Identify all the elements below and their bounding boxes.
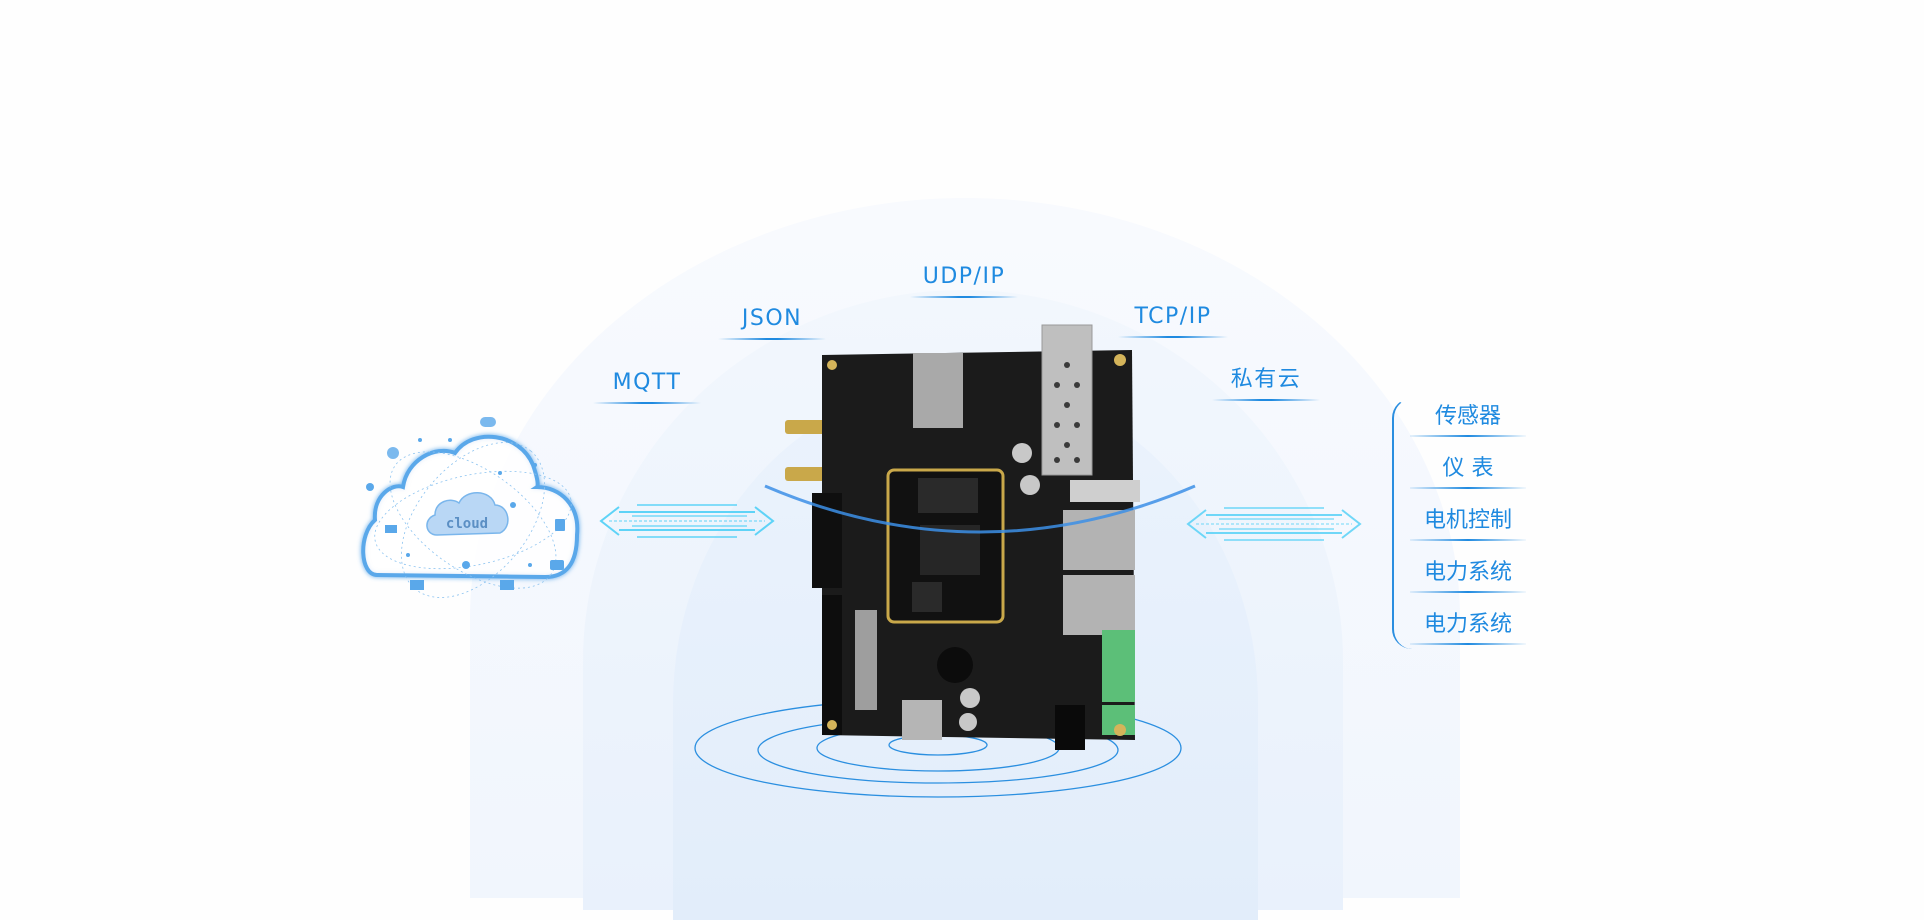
embedded-board-image	[780, 320, 1180, 750]
protocol-text: 私有云	[1230, 367, 1302, 392]
bidirectional-arrow-left	[597, 503, 777, 539]
underline-divider	[910, 296, 1018, 298]
underline-divider	[1410, 643, 1526, 645]
protocol-label-private-cloud: 私有云	[1212, 367, 1320, 401]
list-item-label: 仪 表	[1442, 456, 1494, 481]
underline-divider	[1410, 487, 1526, 489]
protocol-text: JSON	[741, 306, 803, 331]
underline-divider	[1410, 591, 1526, 593]
protocol-text: UDP/IP	[922, 264, 1006, 289]
list-item-label: 电力系统	[1423, 560, 1512, 585]
underline-divider	[1118, 336, 1228, 338]
bidirectional-arrow-right	[1184, 506, 1364, 542]
cloud-illustration: cloud	[355, 415, 595, 605]
list-item-label: 传感器	[1434, 404, 1501, 429]
list-item-label: 电力系统	[1423, 612, 1512, 637]
protocol-text: TCP/IP	[1134, 304, 1212, 329]
protocol-label-tcp: TCP/IP	[1118, 304, 1228, 338]
pcb-board-icon	[785, 324, 1140, 750]
orbit-arc-icon	[764, 484, 1196, 534]
underline-divider	[1212, 399, 1320, 401]
double-arrow-icon	[1186, 507, 1362, 541]
underline-divider	[1410, 539, 1526, 541]
underline-divider	[718, 338, 826, 340]
double-arrow-icon	[599, 504, 775, 538]
list-item-label: 电机控制	[1423, 508, 1512, 533]
list-item-meter: 仪 表	[1410, 456, 1526, 489]
list-item-power-system-2: 电力系统	[1410, 612, 1526, 645]
protocol-text: MQTT	[612, 370, 682, 395]
list-item-sensor: 传感器	[1410, 404, 1526, 437]
list-item-motor-control: 电机控制	[1410, 508, 1526, 541]
protocol-label-json: JSON	[718, 306, 826, 340]
list-item-power-system: 电力系统	[1410, 560, 1526, 593]
list-bracket	[1392, 398, 1412, 649]
orbit-arc	[760, 478, 1200, 548]
underline-divider	[593, 402, 701, 404]
protocol-label-udp: UDP/IP	[910, 264, 1018, 298]
protocol-label-mqtt: MQTT	[593, 370, 701, 404]
cloud-icon: cloud	[361, 417, 580, 598]
application-list: 传感器 仪 表 电机控制 电力系统 电力系统	[1392, 398, 1532, 649]
cloud-label: cloud	[446, 516, 488, 532]
underline-divider	[1410, 435, 1526, 437]
